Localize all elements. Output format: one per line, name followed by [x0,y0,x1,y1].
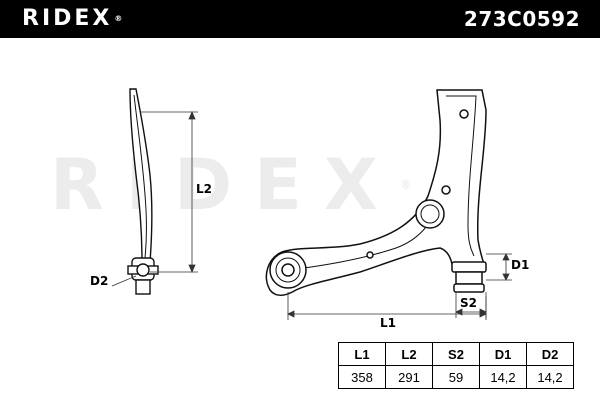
spec-value-s2: 59 [432,365,480,389]
spec-header-row: L1 L2 S2 D1 D2 [338,342,574,366]
s2-label: S2 [460,296,477,310]
spec-value-l1: 358 [338,365,386,389]
d1-label: D1 [511,258,530,272]
watermark-registered-mark: ® [399,178,412,192]
d1-dimension-line [486,253,512,281]
brand-registered-mark: ® [114,14,123,23]
d2-label: D2 [90,274,109,288]
spec-header-d2: D2 [526,342,574,366]
spec-value-l2: 291 [385,365,433,389]
header-bar: RIDEX® 273C0592 [0,0,600,38]
l2-dimension-line [140,110,198,274]
brand-logo: RIDEX® [22,6,122,32]
brand-watermark: RIDEX® [50,150,412,220]
part-number: 273C0592 [463,7,580,31]
l1-dimension-line [287,292,487,320]
watermark-text: RIDEX [50,144,400,226]
spec-table: L1 L2 S2 D1 D2 358 291 59 14,2 14,2 [338,342,574,389]
spec-value-d2: 14,2 [526,365,574,389]
brand-name: RIDEX [22,6,113,31]
spec-header-d1: D1 [479,342,527,366]
spec-header-s2: S2 [432,342,480,366]
spec-value-d1: 14,2 [479,365,527,389]
spec-header-l1: L1 [338,342,386,366]
spec-header-l2: L2 [385,342,433,366]
d2-leader-line [111,275,137,287]
control-arm-side-view [127,88,159,295]
control-arm-plan-view [265,89,487,296]
l2-label: L2 [196,182,212,196]
l1-label: L1 [380,316,396,330]
spec-value-row: 358 291 59 14,2 14,2 [338,365,574,389]
